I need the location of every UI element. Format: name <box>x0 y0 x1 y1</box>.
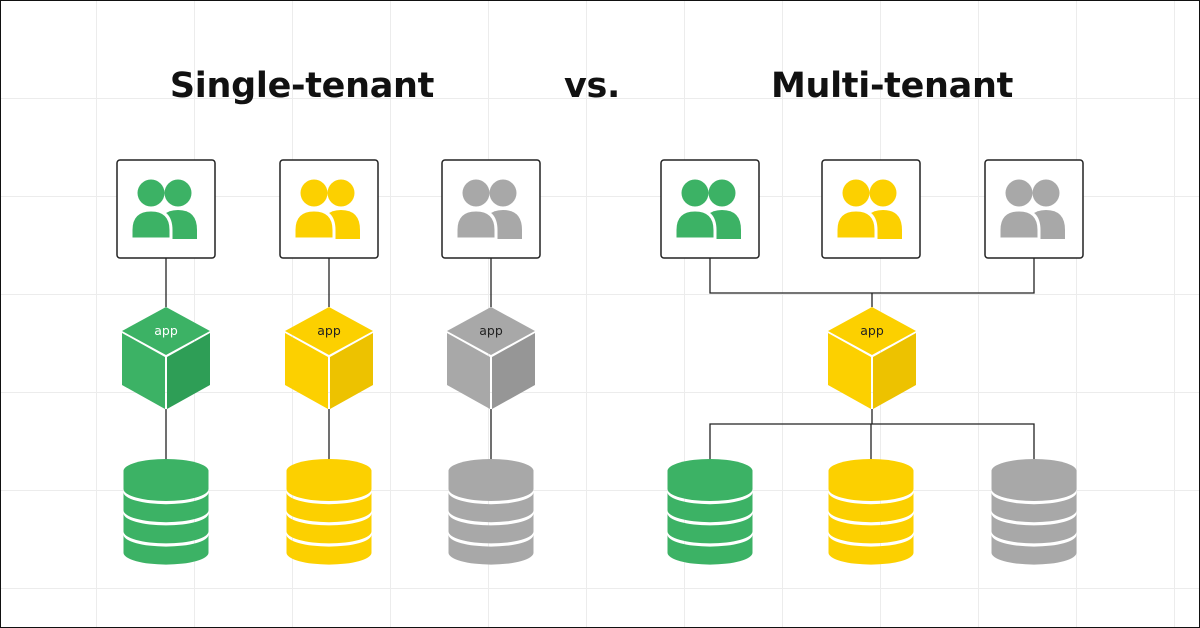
app-label: app <box>479 323 503 338</box>
tenant-box-frame <box>441 159 541 259</box>
app-cube-left <box>828 333 871 409</box>
app-cube-icon: app <box>828 307 916 409</box>
users-icon <box>673 179 741 241</box>
app-label: app <box>317 323 341 338</box>
app-cube-icon: app <box>285 307 373 409</box>
users-icon <box>454 179 522 241</box>
app-cube-right <box>492 333 535 409</box>
database-icon <box>123 459 209 565</box>
database-icon <box>448 459 534 565</box>
app-cube-icon: app <box>447 307 535 409</box>
multi-tenant-heading: Multi-tenant <box>770 66 1014 106</box>
tenant-box-frame <box>279 159 379 259</box>
tenant-users-box <box>279 159 379 259</box>
app-label: app <box>860 323 884 338</box>
app-cube-right <box>330 333 373 409</box>
users-icon <box>834 179 902 241</box>
app-cube-left <box>447 333 490 409</box>
users-icon <box>997 179 1065 241</box>
db-bus-connector <box>709 423 1035 460</box>
tenant-users-box <box>116 159 216 259</box>
tenant-box-frame <box>660 159 760 259</box>
database-icon <box>286 459 372 565</box>
app-cube-top <box>285 307 373 355</box>
database-icon <box>667 459 753 565</box>
versus-heading: vs. <box>563 66 621 106</box>
app-cube-left <box>122 333 165 409</box>
app-cube-left <box>285 333 328 409</box>
app-label: app <box>154 323 178 338</box>
app-cube-right <box>873 333 916 409</box>
users-icon <box>129 179 197 241</box>
database-icon <box>828 459 914 565</box>
tenant-box-frame <box>116 159 216 259</box>
tenant-users-box <box>660 159 760 259</box>
tenant-bus-connector <box>709 258 1035 294</box>
tenant-users-box <box>821 159 921 259</box>
database-icon <box>991 459 1077 565</box>
app-cube-top <box>447 307 535 355</box>
tenant-users-box <box>984 159 1084 259</box>
app-cube-right <box>167 333 210 409</box>
tenant-box-frame <box>821 159 921 259</box>
app-cube-top <box>828 307 916 355</box>
tenant-users-box <box>441 159 541 259</box>
single-tenant-heading: Single-tenant <box>169 66 435 106</box>
app-cube-icon: app <box>122 307 210 409</box>
tenant-box-frame <box>984 159 1084 259</box>
users-icon <box>292 179 360 241</box>
app-cube-top <box>122 307 210 355</box>
